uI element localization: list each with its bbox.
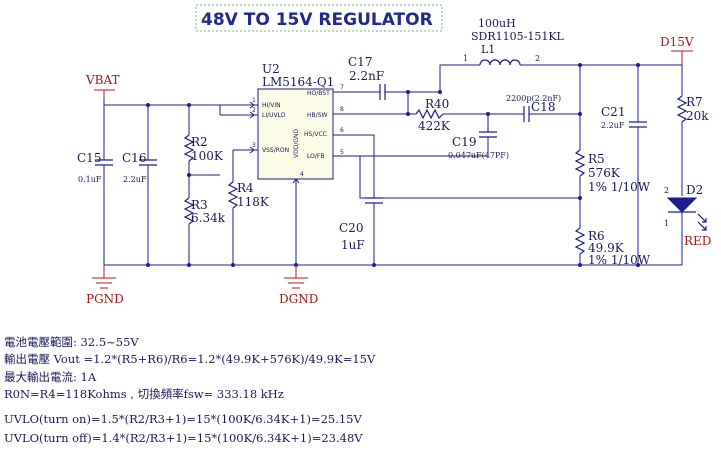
wire-fb-divider	[345, 155, 580, 199]
r5-ref: R5	[588, 152, 605, 166]
r6-value: 49.9K	[588, 241, 625, 255]
c21-value: 2.2uF	[601, 121, 625, 130]
junction	[406, 90, 410, 94]
r2-body	[183, 134, 195, 162]
r2-ref: R2	[191, 135, 208, 149]
c19-ref: C19	[452, 135, 476, 149]
schematic-title: 48V TO 15V REGULATOR	[201, 10, 433, 30]
pin-ho-bst: HO/BST	[307, 90, 330, 97]
r5-body	[574, 149, 586, 177]
c17-ref: C17	[348, 55, 372, 69]
c15-ref: C15	[77, 151, 101, 165]
c18-ref: C18	[531, 100, 555, 114]
l1-pin1: 1	[463, 54, 468, 63]
r3-body	[183, 197, 195, 225]
d2-triangle	[666, 197, 698, 213]
r6-tolerance: 1% 1/10W	[588, 253, 651, 267]
d2-pin1: 1	[664, 219, 669, 228]
pin-li-uvlo: LI/UVLO	[262, 112, 286, 119]
net-pgnd: PGND	[86, 292, 124, 306]
r5-value: 576K	[588, 166, 621, 180]
note-battery-range: 電池電壓範圍: 32.5~55V	[4, 335, 139, 349]
pin-vss-ron: VSS/RON	[262, 147, 289, 154]
r6-body	[574, 227, 586, 255]
junction	[146, 263, 150, 267]
junction	[146, 103, 150, 107]
l1-value: 100uH	[478, 17, 516, 30]
junction	[187, 173, 191, 177]
c20-ref: C20	[339, 221, 363, 235]
net-red: RED	[684, 234, 711, 248]
c19-value: 0.047uF(47PF)	[448, 151, 509, 160]
r4-body	[227, 181, 239, 209]
c15-value: 0.1uF	[78, 175, 102, 184]
wire-sw-inductor	[439, 64, 480, 92]
r4-value: 118K	[237, 195, 270, 209]
junction	[438, 90, 442, 94]
pin-number-8: 8	[340, 106, 344, 113]
pin-number-1: 1	[252, 97, 256, 104]
net-dgnd: DGND	[279, 292, 318, 306]
pin-number-4: 4	[300, 171, 304, 178]
c18-value: 2200p(2.2nF)	[506, 94, 561, 103]
junction	[231, 263, 235, 267]
wire-vcc-c20	[345, 134, 375, 198]
r40-value: 422K	[418, 119, 451, 133]
l1-ref: L1	[481, 43, 495, 56]
d2-pin2: 2	[664, 186, 669, 195]
note-uvlo-off: UVLO(turn off)=1.4*(R2/R3+1)=15*(100K/6.…	[4, 431, 363, 445]
c16-ref: C16	[122, 151, 146, 165]
junction	[486, 112, 490, 116]
led-ray-2-head	[702, 226, 707, 231]
l1-coil	[479, 59, 521, 66]
note-max-current: 最大輸出電流: 1A	[4, 370, 97, 384]
pin-number-5: 5	[340, 149, 344, 156]
pin-number-3: 3	[252, 142, 256, 149]
r4-ref: R4	[237, 181, 254, 195]
wire-c19-fb	[345, 137, 489, 157]
c16-value: 2.2uF	[123, 175, 147, 184]
c17-value: 2.2nF	[349, 69, 384, 83]
r5-tolerance: 1% 1/10W	[588, 180, 651, 194]
r7-body	[676, 95, 688, 123]
pin-lo-fb: LO/FB	[307, 153, 324, 160]
note-uvlo-on: UVLO(turn on)=1.5*(R2/R3+1)=15*(100K/6.3…	[4, 412, 362, 426]
net-d15v: D15V	[660, 35, 694, 49]
wire-vin-rail	[103, 100, 250, 106]
pin-number-8a: 7	[340, 84, 344, 91]
led-ray-1-head	[702, 218, 707, 223]
r3-ref: R3	[191, 198, 208, 212]
junction	[187, 263, 191, 267]
l1-pin2: 2	[535, 54, 540, 63]
r7-value: 20k	[686, 109, 709, 123]
ic-ref: U2	[262, 62, 280, 76]
l1-part: SDR1105-151KL	[471, 30, 565, 43]
ic-part: LM5164-Q1	[262, 75, 334, 89]
pin-hi-vin: HI/VIN	[262, 102, 281, 109]
pin-number-2: 2	[252, 107, 256, 114]
r40-body	[415, 108, 444, 120]
r40-ref: R40	[425, 97, 449, 111]
r7-ref: R7	[686, 95, 703, 109]
junction	[187, 103, 191, 107]
pin-vdd-gnd: VDD/GND	[293, 128, 300, 158]
pin-hs-vcc: HS/VCC	[304, 131, 327, 138]
r3-value: 6.34k	[191, 211, 226, 225]
r6-ref: R6	[588, 229, 605, 243]
r2-value: 100K	[191, 149, 224, 163]
note-ron-fsw: R0N=R4=118Kohms , 切換頻率fsw= 333.18 kHz	[4, 387, 284, 401]
net-vbat: VBAT	[85, 73, 120, 87]
note-output-voltage: 輸出電壓 Vout =1.2*(R5+R6)/R6=1.2*(49.9K+576…	[4, 352, 376, 366]
c20-value: 1uF	[341, 238, 365, 252]
led-ray-1	[697, 213, 707, 223]
pin-hb-sw: HB/SW	[307, 112, 327, 119]
d2-ref: D2	[686, 183, 703, 197]
led-ray-2	[697, 221, 707, 231]
pin-number-6: 6	[340, 127, 344, 134]
c21-ref: C21	[601, 105, 625, 119]
